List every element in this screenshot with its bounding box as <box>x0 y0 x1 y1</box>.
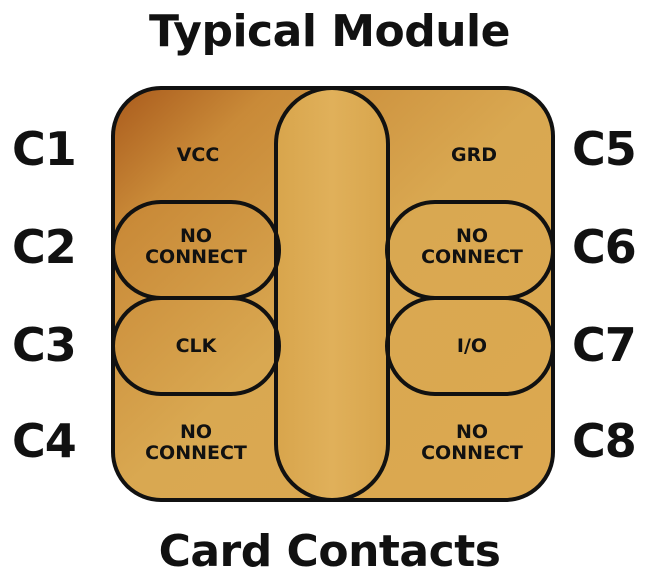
diagram-subtitle: Card Contacts <box>158 526 501 577</box>
contact-id-c6: C6 <box>572 220 637 274</box>
contact-id-c8: C8 <box>572 414 637 468</box>
label-line: CONNECT <box>421 246 523 268</box>
contact-label-c1: VCC <box>118 145 278 166</box>
label-line: CLK <box>175 335 217 357</box>
contact-id-c1: C1 <box>12 122 77 176</box>
pad-c3 <box>111 296 281 396</box>
contact-id-c7: C7 <box>572 318 637 372</box>
contact-id-c5: C5 <box>572 122 637 176</box>
label-line: NO <box>455 421 489 443</box>
pad-c7 <box>385 296 555 396</box>
contact-label-c8: NO CONNECT <box>392 422 552 464</box>
label-line: CONNECT <box>145 442 247 464</box>
contact-label-c4: NO CONNECT <box>116 422 276 464</box>
label-line: CONNECT <box>145 246 247 268</box>
contact-label-c3: CLK <box>116 336 276 357</box>
label-line: CONNECT <box>421 442 523 464</box>
contact-id-c4: C4 <box>12 414 77 468</box>
diagram-title: Typical Module <box>149 6 510 57</box>
center-spine <box>274 86 390 502</box>
label-line: NO <box>455 225 489 247</box>
contact-id-c2: C2 <box>12 220 77 274</box>
label-line: I/O <box>456 335 488 357</box>
contact-label-c7: I/O <box>392 336 552 357</box>
contact-id-c3: C3 <box>12 318 77 372</box>
label-line: NO <box>179 225 213 247</box>
label-line: GRD <box>451 144 497 166</box>
contact-label-c6: NO CONNECT <box>392 226 552 268</box>
contact-label-c2: NO CONNECT <box>116 226 276 268</box>
label-line: VCC <box>176 144 220 166</box>
contact-label-c5: GRD <box>394 145 554 166</box>
label-line: NO <box>179 421 213 443</box>
